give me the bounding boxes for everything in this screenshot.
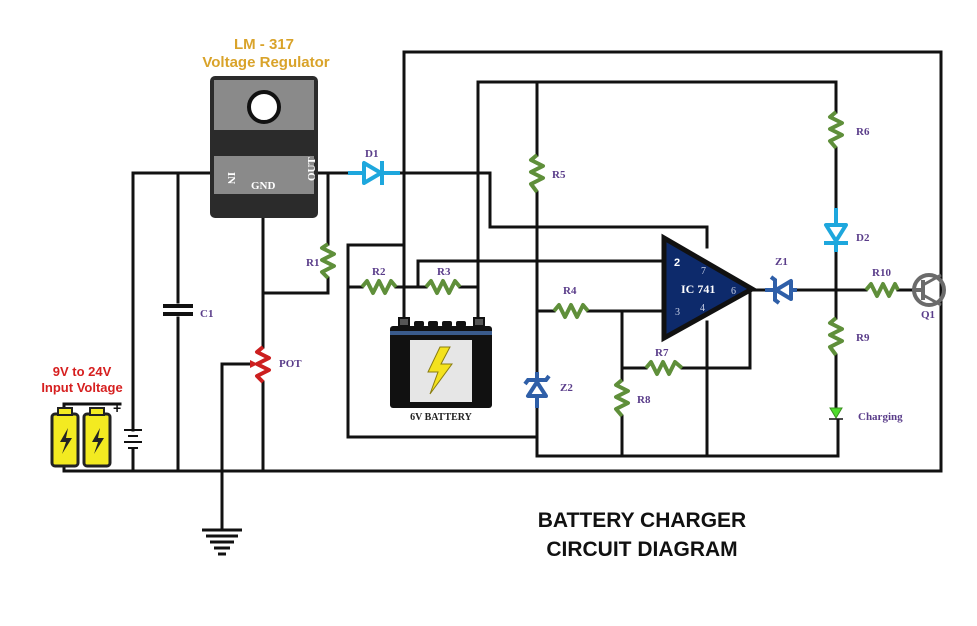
r8-label: R8 <box>637 394 651 406</box>
battery-label: 6V BATTERY <box>410 412 473 423</box>
r3-label: R3 <box>437 266 451 278</box>
resistor-r1 <box>320 242 336 280</box>
q1-label: Q1 <box>921 309 935 321</box>
pot-wiper-arrow <box>250 360 258 368</box>
resistor-r6 <box>828 110 844 150</box>
resistor-r5 <box>529 153 545 194</box>
r7-label: R7 <box>655 347 669 359</box>
r6-label: R6 <box>856 126 870 138</box>
r10-label: R10 <box>872 267 891 279</box>
wire-ground-rail <box>120 50 943 473</box>
wire-r2-left <box>346 243 406 289</box>
wire-pot-wiper <box>220 362 254 532</box>
diagram-title-line1: BATTERY CHARGER <box>538 509 746 532</box>
z2-label: Z2 <box>560 382 573 394</box>
opamp-pin-6: 6 <box>731 286 736 297</box>
r5-label: R5 <box>552 169 566 181</box>
wire-d1-out <box>398 171 709 249</box>
wire-left-loop <box>346 285 539 439</box>
lm317-regulator: IN GND OUT <box>210 76 318 218</box>
r4-label: R4 <box>563 285 577 297</box>
regulator-subtitle: Voltage Regulator <box>202 54 329 71</box>
diagram-title-line2: CIRCUIT DIAGRAM <box>546 538 737 561</box>
ground-icon <box>202 528 242 556</box>
pin-in-label: IN <box>225 172 237 184</box>
opamp-pin-4: 4 <box>700 303 705 314</box>
battery-6v <box>390 317 492 408</box>
ic741-opamp <box>661 233 758 343</box>
resistor-r7 <box>644 360 684 376</box>
wire-r7-right <box>680 288 752 370</box>
opamp-pin-2: 2 <box>674 257 680 269</box>
wire-r3-right <box>458 80 838 289</box>
wire-r1-bottom <box>261 276 330 295</box>
input-voltage-line1: 9V to 24V <box>53 364 112 379</box>
opamp-pin-7: 7 <box>701 266 706 277</box>
r1-label: R1 <box>306 257 319 269</box>
resistor-r3 <box>424 279 462 295</box>
wire-r3-top <box>416 259 667 289</box>
resistor-r2 <box>360 279 398 295</box>
input-plus-sign: + <box>113 400 121 416</box>
capacitor-c1 <box>163 304 193 316</box>
wire-inner-bottom <box>535 418 840 458</box>
dc-source-symbol <box>124 429 142 449</box>
regulator-name: LM - 317 <box>234 36 294 53</box>
led-label: Charging <box>858 411 903 423</box>
lightning-icon <box>427 346 453 395</box>
input-battery-icon <box>50 402 124 473</box>
zener-z1 <box>765 275 797 305</box>
resistor-r8 <box>614 378 630 418</box>
diode-d2 <box>824 208 848 252</box>
input-voltage-line2: Input Voltage <box>41 380 122 395</box>
pot-label: POT <box>279 358 302 370</box>
potentiometer <box>255 345 271 384</box>
opamp-label: IC 741 <box>681 282 715 296</box>
r2-label: R2 <box>372 266 386 278</box>
opamp-pin-3: 3 <box>675 307 680 318</box>
d2-label: D2 <box>856 232 870 244</box>
d1-label: D1 <box>365 148 378 160</box>
led-charging <box>829 407 843 420</box>
diode-d1 <box>348 161 400 185</box>
resistor-r9 <box>828 316 844 357</box>
pin-out-label: OUT <box>306 157 318 182</box>
resistor-r10 <box>864 282 900 298</box>
wires <box>120 50 943 532</box>
z1-label: Z1 <box>775 256 788 268</box>
r9-label: R9 <box>856 332 870 344</box>
resistor-r4 <box>552 303 590 319</box>
c1-label: C1 <box>200 308 213 320</box>
zener-z2 <box>523 372 551 408</box>
transistor-q1 <box>912 273 946 307</box>
pin-gnd-label: GND <box>251 180 276 192</box>
